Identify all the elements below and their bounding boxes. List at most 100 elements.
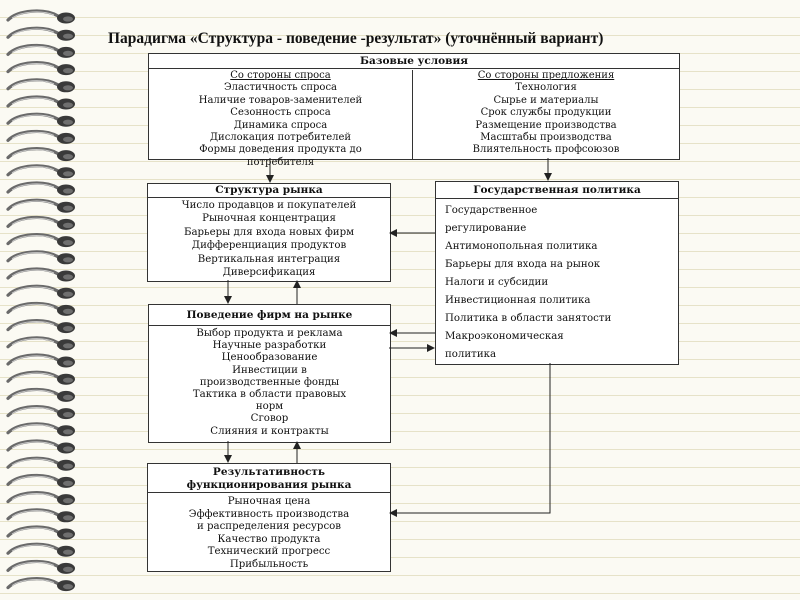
market-performance-list: Рыночная цена Эффективность производства… [148,493,390,572]
conduct-item: Научные разработки [212,340,327,352]
spiral-ring [6,129,75,144]
performance-item: Качество продукта [217,533,321,545]
spiral-ring [6,284,75,299]
conduct-item: Тактика в области правовых [192,389,347,401]
conduct-item: Слияния и контракты [210,425,329,437]
structure-item: Барьеры для входа новых фирм [183,226,355,238]
structure-item: Рыночная концентрация [202,213,336,225]
firm-conduct-list: Выбор продукта и реклама Научные разрабо… [149,326,390,438]
spiral-ring [6,370,75,385]
spiral-ring [6,405,75,420]
basic-conditions-box: Базовые условия Со стороны спроса Эласти… [148,53,680,168]
supply-item: Сырье и материалы [493,94,599,106]
spiral-ring [6,439,75,454]
spiral-ring [6,26,75,41]
spiral-ring [6,319,75,334]
government-policy-list: Государственное регулирование Антимонопо… [436,199,678,364]
supply-heading: Со стороны предложения [477,70,615,81]
market-performance-header: Результативность функционирования рынка [148,464,390,493]
conduct-item: Ценообразование [221,352,318,364]
structure-item: Диверсификация [222,267,316,279]
supply-item: Технология [515,82,577,94]
spiral-ring [6,559,75,574]
demand-column: Со стороны спроса Эластичность спроса На… [149,69,412,169]
spiral-ring [6,61,75,76]
supply-item: Масштабы производства [480,132,612,144]
spiral-ring [6,250,75,265]
spiral-ring [6,577,75,592]
demand-item: Наличие товаров-заменителей [198,94,363,106]
government-item: регулирование [445,223,527,234]
firm-conduct-box: Поведение фирм на рынке Выбор продукта и… [148,304,391,443]
demand-item: Формы доведения продукта до [199,144,362,156]
government-item: Антимонопольная политика [445,241,598,252]
conduct-item: производственные фонды [199,376,340,388]
performance-item: Рыночная цена [227,496,311,507]
government-item: Инвестиционная политика [445,295,591,306]
performance-header-line: Результативность [212,466,326,478]
government-item: политика [445,349,497,360]
government-item: Налоги и субсидии [445,277,549,288]
spiral-ring [6,164,75,179]
demand-heading: Со стороны спроса [230,70,331,81]
basic-conditions-header: Базовые условия [149,54,679,69]
spiral-ring [6,508,75,523]
government-policy-header: Государственная политика [436,182,678,199]
government-item: Политика в области занятости [445,313,612,324]
spiral-ring [6,198,75,213]
spiral-ring [6,353,75,368]
demand-item: Динамика спроса [233,119,328,131]
spiral-ring [6,456,75,471]
demand-item: потребителя [246,156,315,168]
market-performance-box: Результативность функционирования рынка … [147,463,391,572]
demand-item: Эластичность спроса [223,82,338,94]
column-divider [412,70,413,159]
spiral-ring [6,542,75,557]
spiral-ring [6,267,75,282]
spiral-ring [6,112,75,127]
spiral-ring [6,233,75,248]
spiral-ring [6,215,75,230]
structure-item: Дифференциация продуктов [191,240,347,252]
performance-item: Эффективность производства [188,508,350,520]
supply-item: Влиятельность профсоюзов [472,144,620,156]
performance-item: Технический прогресс [207,546,331,558]
spiral-ring [6,387,75,402]
supply-item: Размещение производства [475,119,617,131]
spiral-ring [6,9,75,24]
market-structure-list: Число продавцов и покупателей Рыночная к… [148,198,390,279]
spiral-ring [6,181,75,196]
spiral-ring [6,491,75,506]
performance-item: и распределения ресурсов [196,521,342,533]
supply-column: Со стороны предложения Технология Сырье … [413,69,679,157]
conduct-item: Сговор [250,413,289,425]
spiral-ring [6,473,75,488]
government-policy-box: Государственная политика Государственное… [435,181,679,365]
demand-item: Дислокация потребителей [209,132,352,144]
demand-item: Сезонность спроса [230,107,331,119]
performance-item: Прибыльность [229,558,309,570]
spiral-ring [6,525,75,540]
spiral-ring [6,147,75,162]
market-structure-header: Структура рынка [148,184,390,198]
page-title: Парадигма «Структура - поведение -резуль… [108,30,604,47]
performance-header-line: функционирования рынка [186,478,352,491]
supply-item: Срок службы продукции [480,107,612,119]
structure-item: Число продавцов и покупателей [181,200,357,211]
spiral-ring [6,78,75,93]
spiral-ring [6,336,75,351]
structure-item: Вертикальная интеграция [197,253,341,265]
spiral-ring [6,301,75,316]
market-structure-box: Структура рынка Число продавцов и покупа… [147,183,391,282]
spiral-ring [6,95,75,110]
conduct-item: норм [255,401,284,413]
government-item: Макроэкономическая [445,331,564,342]
conduct-item: Выбор продукта и реклама [196,328,343,339]
notebook-spiral-binding [6,9,75,592]
conduct-item: Инвестиции в [232,364,307,376]
firm-conduct-header: Поведение фирм на рынке [149,305,390,326]
government-item: Барьеры для входа на рынок [445,259,601,270]
spiral-ring [6,422,75,437]
spiral-ring [6,43,75,58]
government-item: Государственное [445,205,538,216]
